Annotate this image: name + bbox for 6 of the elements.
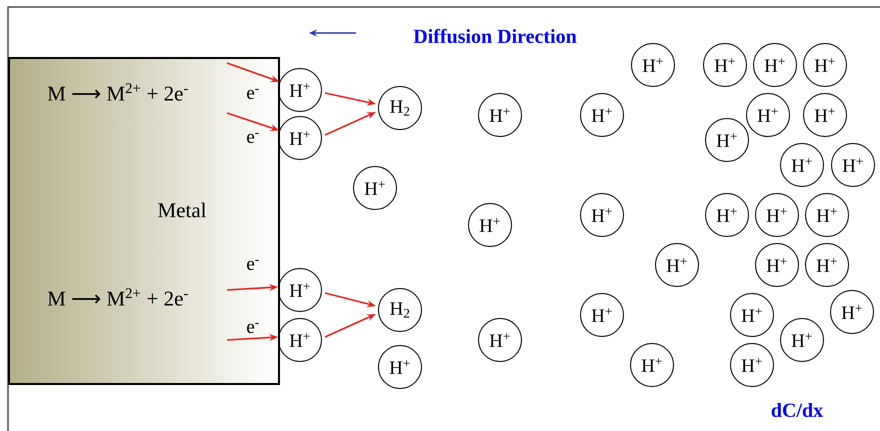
electron-label: e$^{-}$: [247, 132, 259, 144]
electron-label: e$^{-}$: [247, 88, 259, 100]
electron-label: e$^{-}$: [247, 260, 259, 270]
gradient-label: dC/dx: [772, 402, 824, 418]
direction-label: Diffusion Direction: [414, 28, 576, 44]
electron-label: e$^{-}$: [247, 322, 259, 334]
